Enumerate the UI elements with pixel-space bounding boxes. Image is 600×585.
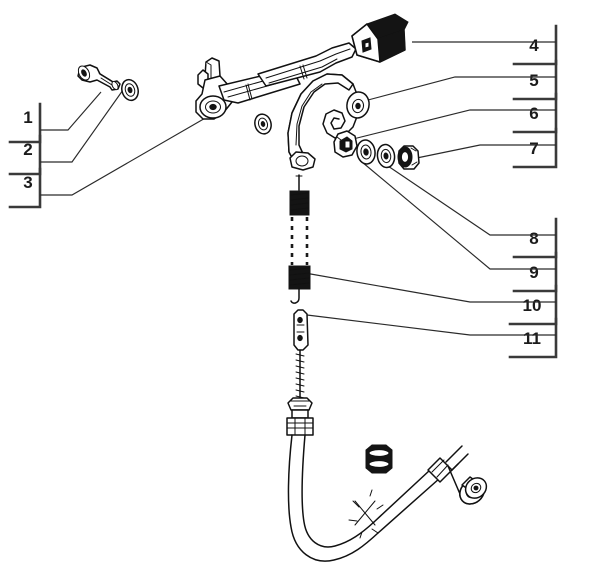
bracket-shape-9: [512, 251, 558, 293]
leader-line-1: [40, 91, 102, 131]
leader-line-3: [40, 112, 215, 196]
bracket-shape-8: [512, 217, 558, 259]
leader-line-2: [40, 89, 124, 163]
accelerator-cable[interactable]: [286, 309, 491, 562]
callout-label-9: 9: [529, 263, 538, 282]
switch-housing-block[interactable]: [351, 13, 409, 63]
callout-label-2: 2: [23, 140, 32, 159]
leader-line-10: [304, 272, 556, 303]
return-spring[interactable]: [288, 174, 311, 304]
leader-line-8: [384, 163, 556, 236]
cable-adjuster-barrel[interactable]: [286, 397, 314, 436]
callout-label-1: 1: [23, 108, 32, 127]
callout-bracket-9[interactable]: 9: [512, 251, 558, 293]
leader-line-9: [361, 161, 556, 270]
leader-line-6: [344, 109, 556, 142]
leader-line-5: [367, 76, 556, 101]
bracket-shape-11: [508, 317, 558, 359]
lock-nut[interactable]: [397, 145, 420, 170]
callout-bracket-5[interactable]: 5: [512, 59, 558, 101]
callout-bracket-8[interactable]: 8: [512, 217, 558, 259]
callout-bracket-11[interactable]: 11: [508, 317, 558, 359]
cable-end-eyelet: [293, 309, 309, 351]
bracket-shape-3: [8, 167, 42, 209]
callout-label-8: 8: [529, 229, 538, 248]
pivot-bushing-clip[interactable]: [333, 130, 358, 158]
cable-nipple: [461, 476, 488, 499]
washer-nut-row[interactable]: [333, 130, 420, 170]
bracket-shape-2: [8, 134, 42, 176]
curved-return-bracket[interactable]: [287, 73, 371, 171]
bracket-shape-7: [512, 127, 558, 169]
plain-washer-c[interactable]: [376, 143, 396, 169]
callout-label-11: 11: [523, 329, 541, 348]
callout-label-5: 5: [529, 71, 538, 90]
callout-label-6: 6: [529, 104, 538, 123]
bracket-shape-10: [508, 284, 558, 326]
bracket-shape-6: [512, 92, 558, 134]
throttle-lever-bracket[interactable]: [195, 42, 357, 136]
leader-line-7: [406, 144, 556, 161]
plain-washer-b[interactable]: [355, 139, 376, 165]
left-callout-group: 1 2 3: [8, 102, 42, 209]
callout-label-4: 4: [529, 36, 539, 55]
callout-bracket-7[interactable]: 7: [512, 127, 558, 169]
cable-grommet[interactable]: [365, 444, 393, 474]
right-callout-group: 4 5 6 7 8 9 10: [508, 24, 558, 359]
hex-socket-bolt[interactable]: [76, 64, 121, 91]
flat-washer-top[interactable]: [119, 78, 140, 103]
bracket-shape-4: [512, 24, 558, 66]
leader-line-11: [306, 314, 556, 336]
callout-bracket-6[interactable]: 6: [512, 92, 558, 134]
callout-bracket-10[interactable]: 10: [508, 284, 558, 326]
bracket-shape-5: [512, 59, 558, 101]
sheath-break-marks: [348, 489, 384, 539]
callout-bracket-2[interactable]: 2: [8, 134, 42, 176]
callout-bracket-1[interactable]: 1: [8, 102, 42, 144]
callout-label-3: 3: [23, 173, 32, 192]
leader-lines-group: [40, 41, 556, 336]
cable-outer-sheath: [287, 434, 379, 562]
callout-label-10: 10: [523, 296, 542, 315]
callout-bracket-3[interactable]: 3: [8, 167, 42, 209]
callout-bracket-4[interactable]: 4: [512, 24, 558, 66]
callout-label-7: 7: [529, 139, 538, 158]
cable-braided-upper: [295, 349, 305, 401]
